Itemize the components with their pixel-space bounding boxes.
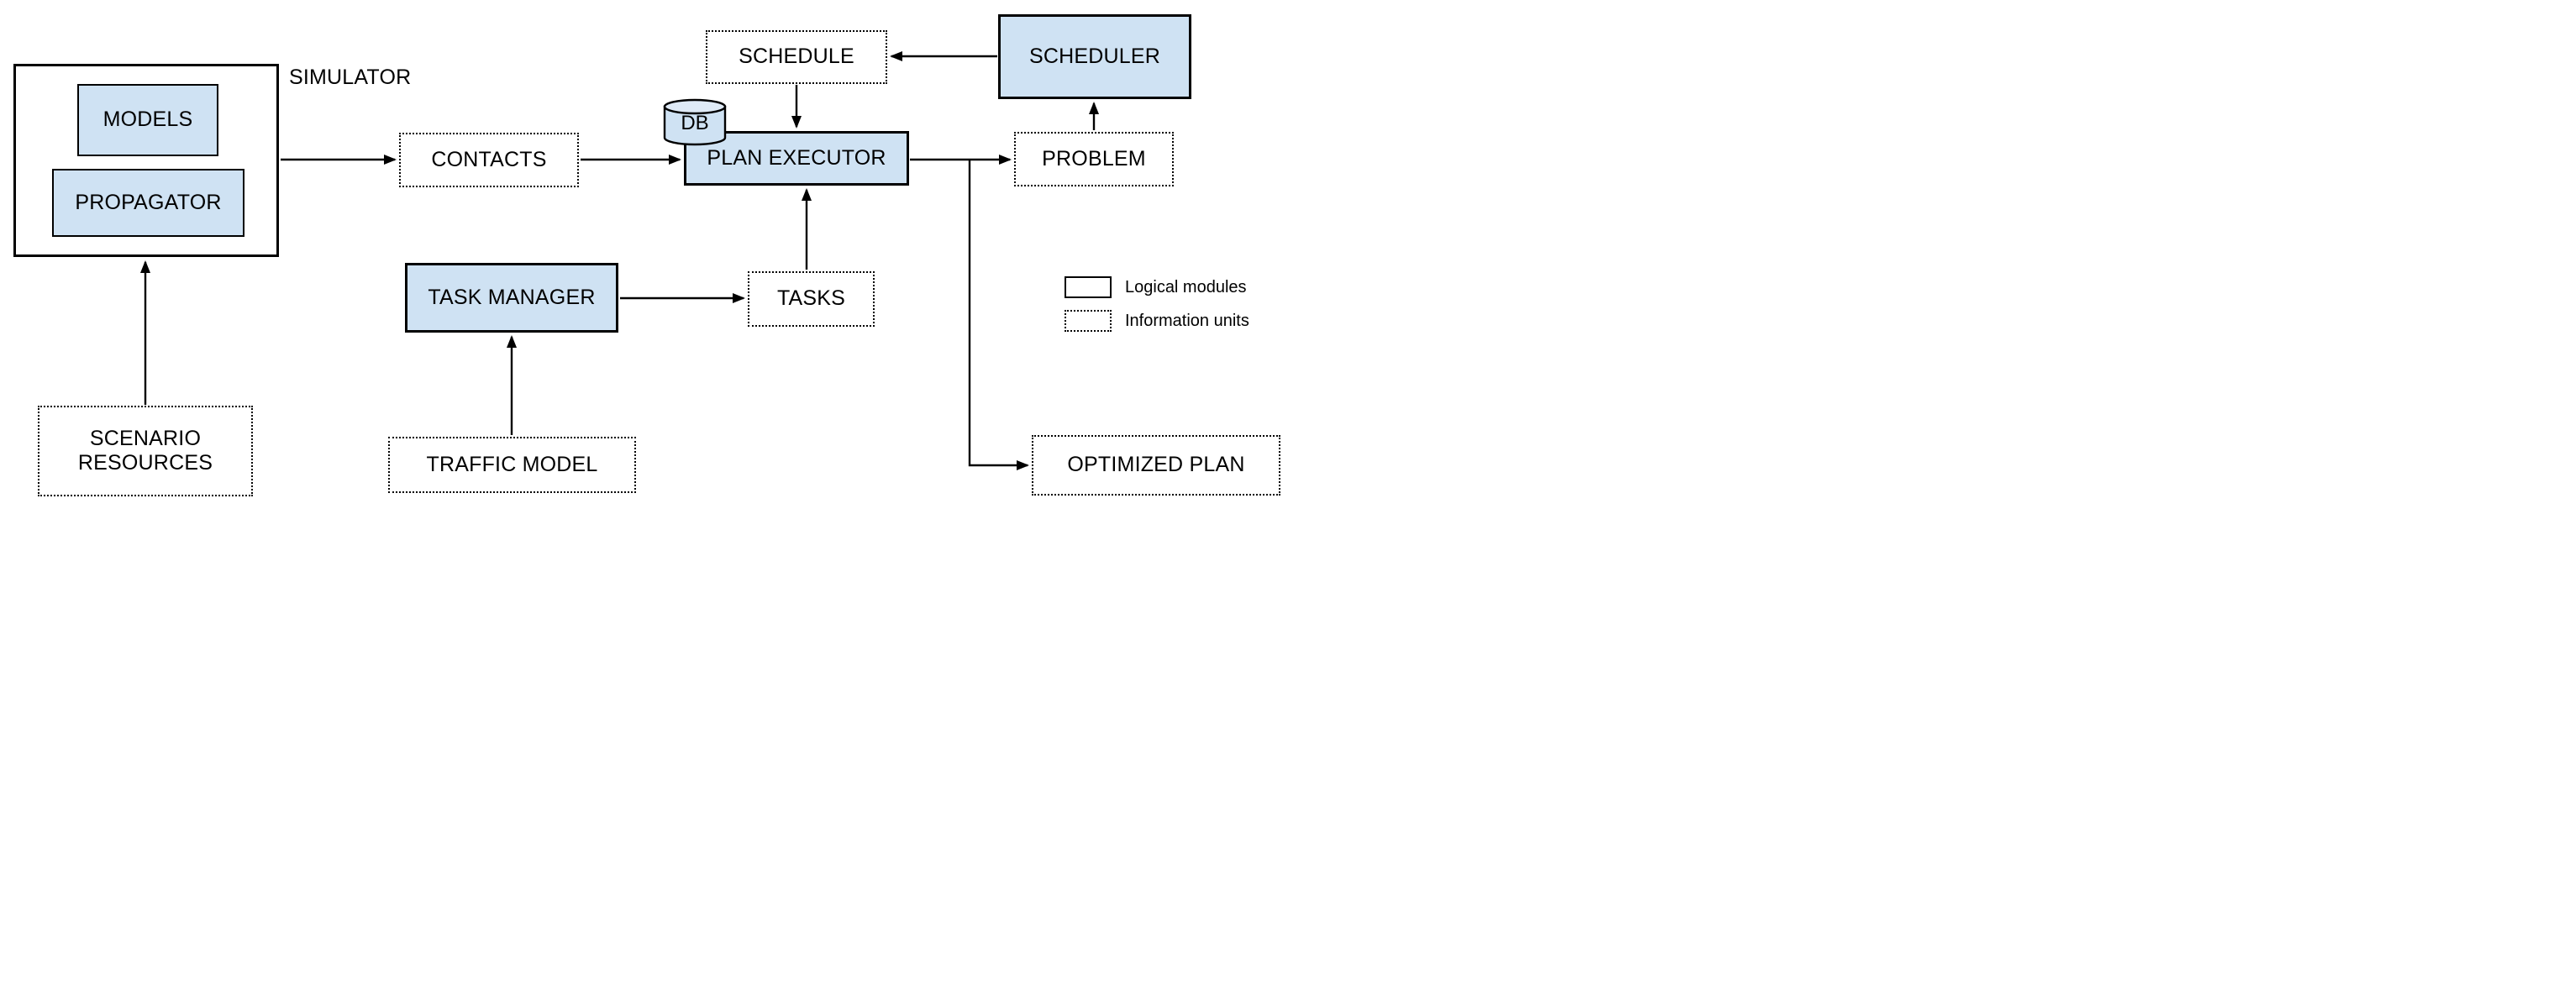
- legend-information-units-swatch: [1065, 310, 1112, 332]
- propagator-label: PROPAGATOR: [75, 190, 222, 214]
- tasks-box: TASKS: [748, 271, 875, 327]
- contacts-label: CONTACTS: [431, 147, 547, 171]
- schedule-box: SCHEDULE: [706, 30, 887, 84]
- plan-executor-label: PLAN EXECUTOR: [707, 145, 886, 170]
- problem-label: PROBLEM: [1042, 146, 1146, 170]
- task-manager-box: TASK MANAGER: [405, 263, 618, 333]
- schedule-label: SCHEDULE: [739, 45, 854, 69]
- legend-logical-modules-label: Logical modules: [1125, 277, 1247, 296]
- traffic-model-label: TRAFFIC MODEL: [426, 452, 598, 476]
- scheduler-box: SCHEDULER: [998, 14, 1191, 99]
- optimized-plan-label: OPTIMIZED PLAN: [1067, 453, 1245, 477]
- scheduler-label: SCHEDULER: [1029, 44, 1160, 68]
- problem-box: PROBLEM: [1014, 132, 1174, 186]
- simulator-label: SIMULATOR: [289, 66, 412, 89]
- optimized-plan-box: OPTIMIZED PLAN: [1032, 435, 1280, 496]
- legend-information-units-label: Information units: [1125, 311, 1249, 330]
- propagator-box: PROPAGATOR: [52, 169, 244, 237]
- plan-executor-box: PLAN EXECUTOR: [684, 131, 909, 186]
- scenario-resources-box: SCENARIO RESOURCES: [38, 406, 253, 496]
- db-label: DB: [681, 112, 709, 134]
- task-manager-label: TASK MANAGER: [428, 285, 596, 309]
- tasks-label: TASKS: [776, 286, 846, 311]
- models-box: MODELS: [77, 84, 218, 156]
- architecture-diagram: SIMULATOR MODELS PROPAGATOR SCENARIO RES…: [0, 0, 1288, 501]
- models-label: MODELS: [103, 108, 193, 132]
- contacts-box: CONTACTS: [399, 133, 579, 187]
- traffic-model-box: TRAFFIC MODEL: [388, 437, 636, 493]
- edge-plan-executor-to-optimized-plan: [968, 160, 1029, 470]
- legend-logical-modules-swatch: [1065, 276, 1112, 298]
- scenario-resources-label: SCENARIO RESOURCES: [77, 426, 213, 475]
